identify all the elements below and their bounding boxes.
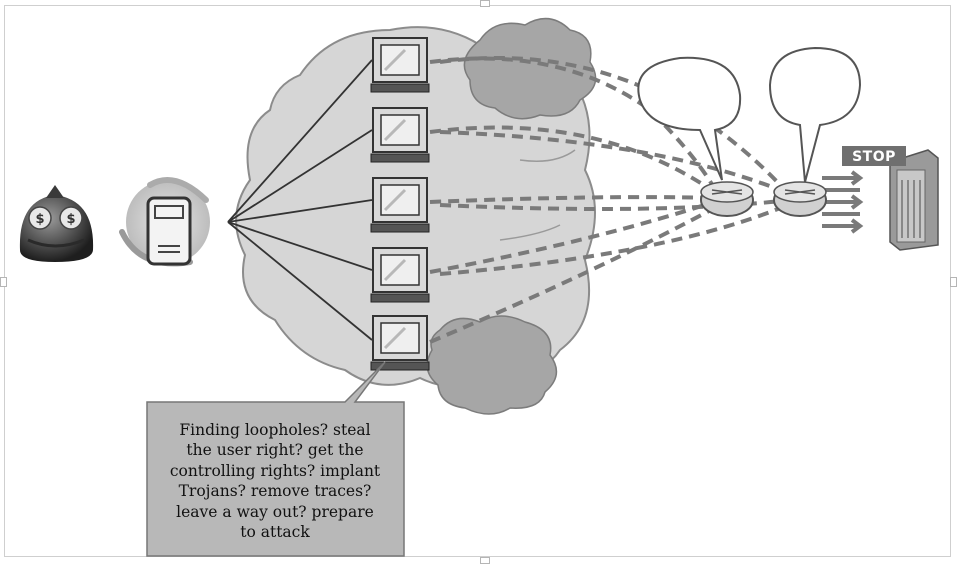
resize-handle-left[interactable] bbox=[0, 277, 7, 287]
control-server-icon bbox=[119, 177, 210, 267]
zombie-computer bbox=[370, 177, 430, 233]
speech-bubble bbox=[637, 56, 742, 181]
callout-box bbox=[146, 361, 405, 557]
zombie-computer bbox=[370, 315, 430, 371]
resize-handle-top[interactable] bbox=[480, 0, 490, 7]
attack-traffic bbox=[429, 55, 791, 344]
network-cloud-lower bbox=[426, 315, 558, 415]
callout-text: Finding loopholes? steal the user right?… bbox=[169, 420, 381, 542]
router-icon bbox=[700, 181, 754, 217]
stop-sign-label: STOP bbox=[852, 149, 896, 165]
attacker-icon: $ $ bbox=[19, 185, 94, 262]
attack-arrows bbox=[822, 170, 864, 234]
zombie-computers bbox=[370, 37, 430, 371]
svg-text:$: $ bbox=[66, 212, 75, 227]
zombie-computer bbox=[370, 247, 430, 303]
stop-sign: STOP bbox=[842, 146, 906, 166]
network-cloud-upper bbox=[463, 17, 597, 120]
speech-bubble bbox=[768, 46, 862, 183]
command-lines bbox=[227, 59, 373, 341]
zombie-computer bbox=[370, 107, 430, 163]
zombie-computer bbox=[370, 37, 430, 93]
victim-server-icon bbox=[889, 149, 939, 251]
router-icon bbox=[773, 181, 827, 217]
svg-text:$: $ bbox=[35, 212, 44, 227]
